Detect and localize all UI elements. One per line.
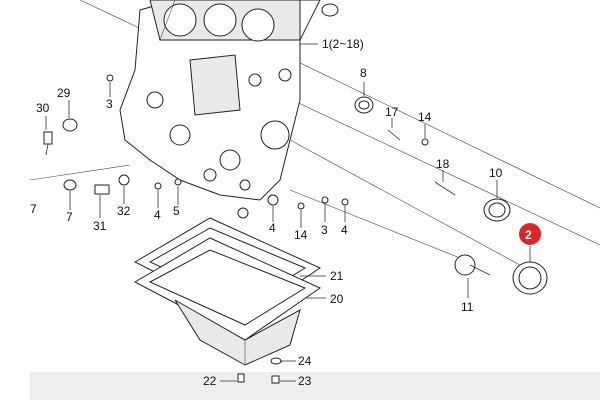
- label-part-30: 30: [36, 101, 50, 115]
- label-part-20: 20: [330, 292, 344, 306]
- label-part-31: 31: [93, 219, 107, 233]
- label-part-10: 10: [489, 166, 503, 180]
- label-part-29: 29: [57, 86, 71, 100]
- label-block: 1(2~18): [322, 37, 364, 51]
- fitting-11: [454, 254, 476, 276]
- small-parts: [43, 74, 548, 384]
- fitting-30: [43, 131, 53, 145]
- plug-7: [63, 179, 77, 191]
- label-part-4b: 4: [269, 221, 276, 235]
- label-part-14a: 14: [418, 110, 432, 124]
- label-part-24: 24: [298, 354, 312, 368]
- label-part-17: 17: [385, 105, 399, 119]
- plug-29: [62, 118, 78, 132]
- label-part-32: 32: [117, 204, 131, 218]
- label-part-14b: 14: [294, 228, 308, 242]
- label-part-4a: 4: [154, 208, 161, 222]
- label-part-7a: 7: [30, 202, 37, 216]
- label-part-8: 8: [360, 66, 367, 80]
- cylinder-block-part: [119, 0, 339, 201]
- washer-32: [118, 174, 130, 186]
- oil-pan-part: [133, 217, 322, 366]
- bolt-31: [94, 184, 110, 195]
- label-part-3b: 3: [321, 223, 328, 237]
- label-part-3a: 3: [106, 97, 113, 111]
- label-part-2: 2: [525, 228, 532, 242]
- guide-lines: [29, 0, 600, 266]
- label-part-21: 21: [330, 269, 344, 283]
- footer-band: [30, 372, 600, 400]
- label-part-11: 11: [461, 300, 474, 314]
- label-part-4c: 4: [341, 223, 348, 237]
- leader-lines: [45, 43, 531, 382]
- label-part-23: 23: [298, 374, 312, 388]
- label-part-7b: 7: [66, 210, 73, 224]
- label-part-18: 18: [436, 157, 450, 171]
- label-part-5: 5: [173, 204, 180, 218]
- label-part-22: 22: [203, 374, 217, 388]
- part-labels: 1(2~18) 2 3 3 4 4 4 5 7 7 8 10 11 14 14 …: [30, 37, 532, 388]
- highlight-callout: [519, 223, 541, 245]
